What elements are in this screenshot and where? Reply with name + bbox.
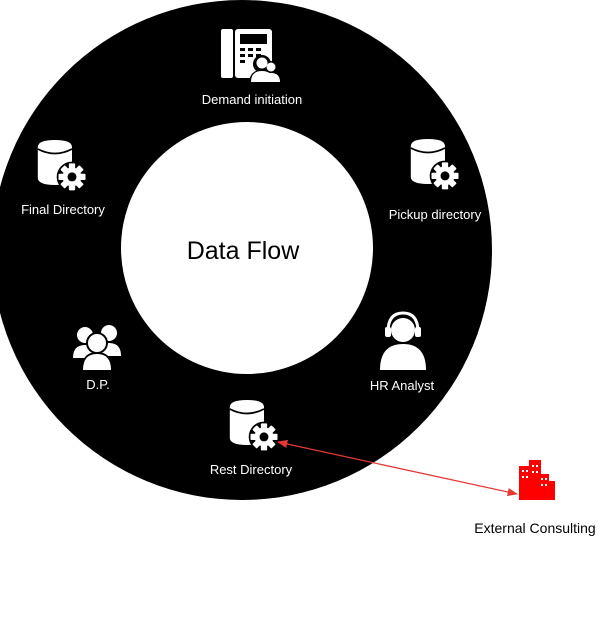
node-pickup-directory[interactable]: Pickup directory bbox=[389, 139, 482, 222]
buildings-icon bbox=[519, 460, 555, 500]
inner-circle bbox=[121, 122, 373, 374]
node-dp[interactable]: D.P. bbox=[73, 325, 121, 392]
node-demand-initiation[interactable]: Demand initiation bbox=[202, 29, 302, 107]
rest-to-external-link[interactable] bbox=[276, 439, 519, 497]
center-title: Data Flow bbox=[187, 237, 300, 265]
external-consulting[interactable]: External Consulting bbox=[474, 460, 596, 536]
external-consulting-label: External Consulting bbox=[474, 520, 595, 536]
node-final-directory[interactable]: Final Directory bbox=[21, 140, 105, 217]
demand-initiation-label: Demand initiation bbox=[202, 92, 302, 107]
final-directory-label: Final Directory bbox=[21, 202, 105, 217]
rest-directory-label: Rest Directory bbox=[210, 462, 293, 477]
pickup-directory-label: Pickup directory bbox=[389, 207, 482, 222]
hr-analyst-label: HR Analyst bbox=[370, 378, 435, 393]
phone-with-users-icon bbox=[221, 29, 280, 84]
dp-label: D.P. bbox=[86, 377, 110, 392]
headset-user-icon bbox=[380, 311, 426, 370]
node-rest-directory[interactable]: Rest Directory bbox=[210, 400, 293, 477]
user-group-icon bbox=[73, 325, 121, 372]
node-hr-analyst[interactable]: HR Analyst bbox=[370, 311, 435, 393]
